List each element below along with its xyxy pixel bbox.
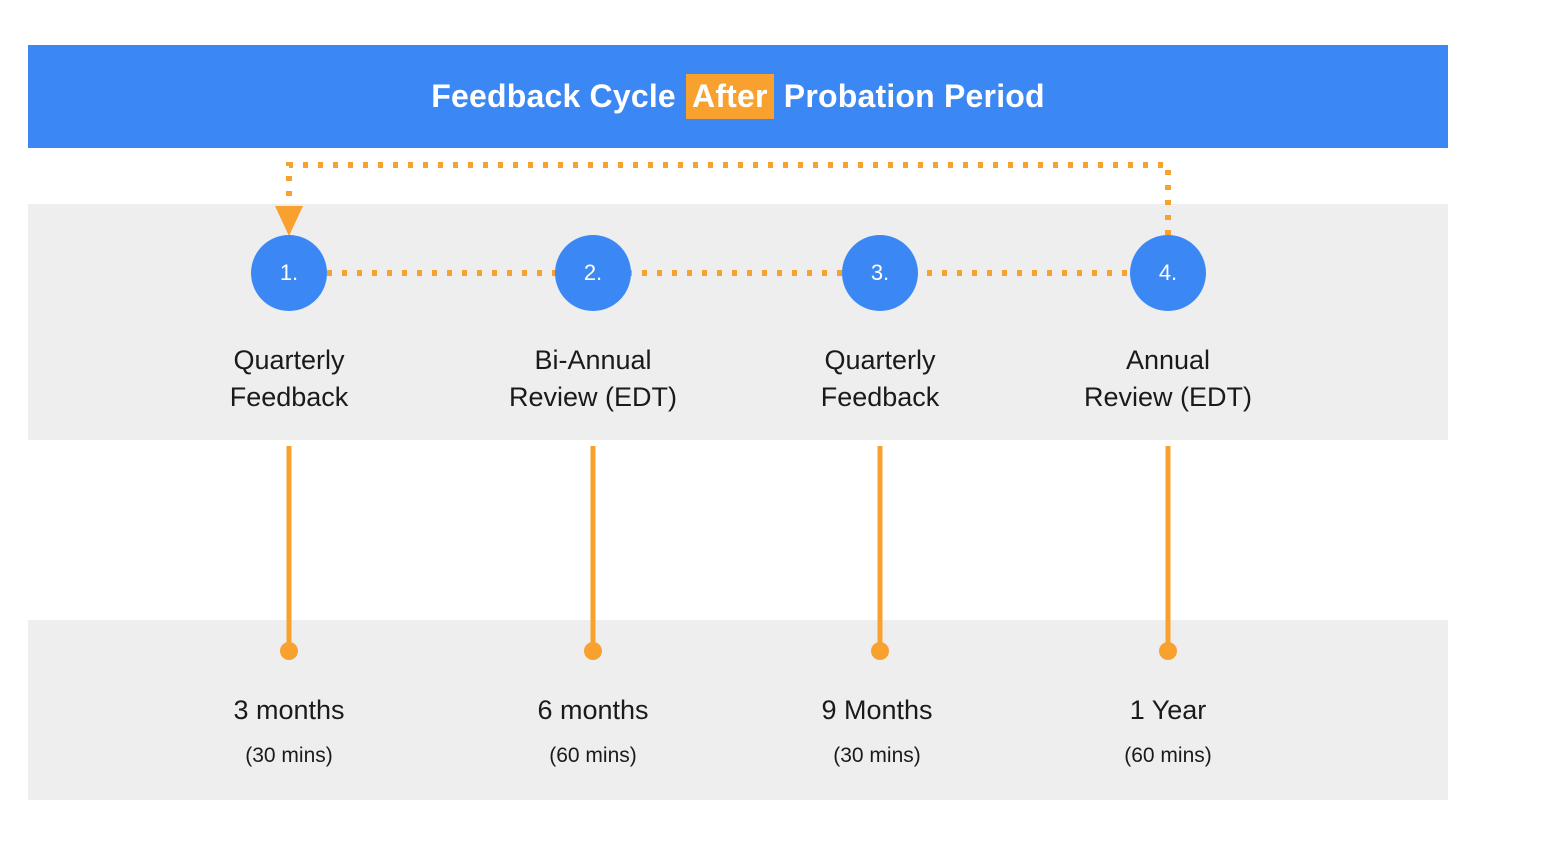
- step-label-1: Quarterly Feedback: [229, 345, 349, 412]
- milestone-title-1: 3 months: [233, 695, 345, 725]
- step-circle-3[interactable]: 3.: [842, 235, 918, 311]
- milestone-2: 6 months (60 mins): [433, 693, 753, 771]
- milestones-band-arrow: [28, 620, 1448, 800]
- step-circle-4[interactable]: 4.: [1130, 235, 1206, 311]
- milestone-3: 9 Months (30 mins): [717, 693, 1037, 771]
- milestone-duration-2: (60 mins): [549, 744, 637, 767]
- step-marker-2: 2.: [583, 260, 603, 285]
- title-text-before: Feedback Cycle: [431, 78, 686, 114]
- milestone-4: 1 Year (60 mins): [1008, 693, 1328, 771]
- milestone-duration-3: (30 mins): [833, 744, 921, 767]
- step-marker-1: 1.: [279, 260, 299, 285]
- milestone-duration-1: (30 mins): [245, 744, 333, 767]
- step-marker-3: 3.: [870, 260, 890, 285]
- step-circle-2[interactable]: 2.: [555, 235, 631, 311]
- step-marker-4: 4.: [1158, 260, 1178, 285]
- step-label-2: Bi-Annual Review (EDT): [508, 345, 677, 412]
- milestone-1: 3 months (30 mins): [129, 693, 449, 771]
- milestone-title-3: 9 Months: [821, 695, 933, 725]
- title-bar: Feedback Cycle After Probation Period: [28, 45, 1448, 148]
- milestone-duration-4: (60 mins): [1124, 744, 1212, 767]
- step-label-4: Annual Review (EDT): [1083, 345, 1252, 412]
- page-title: Feedback Cycle After Probation Period: [431, 74, 1045, 119]
- step-circle-1[interactable]: 1.: [251, 235, 327, 311]
- step-label-3: Quarterly Feedback: [820, 345, 940, 412]
- milestone-title-2: 6 months: [537, 695, 649, 725]
- milestone-title-4: 1 Year: [1129, 695, 1207, 725]
- title-text-after: Probation Period: [774, 78, 1045, 114]
- title-highlight-after: After: [686, 74, 774, 119]
